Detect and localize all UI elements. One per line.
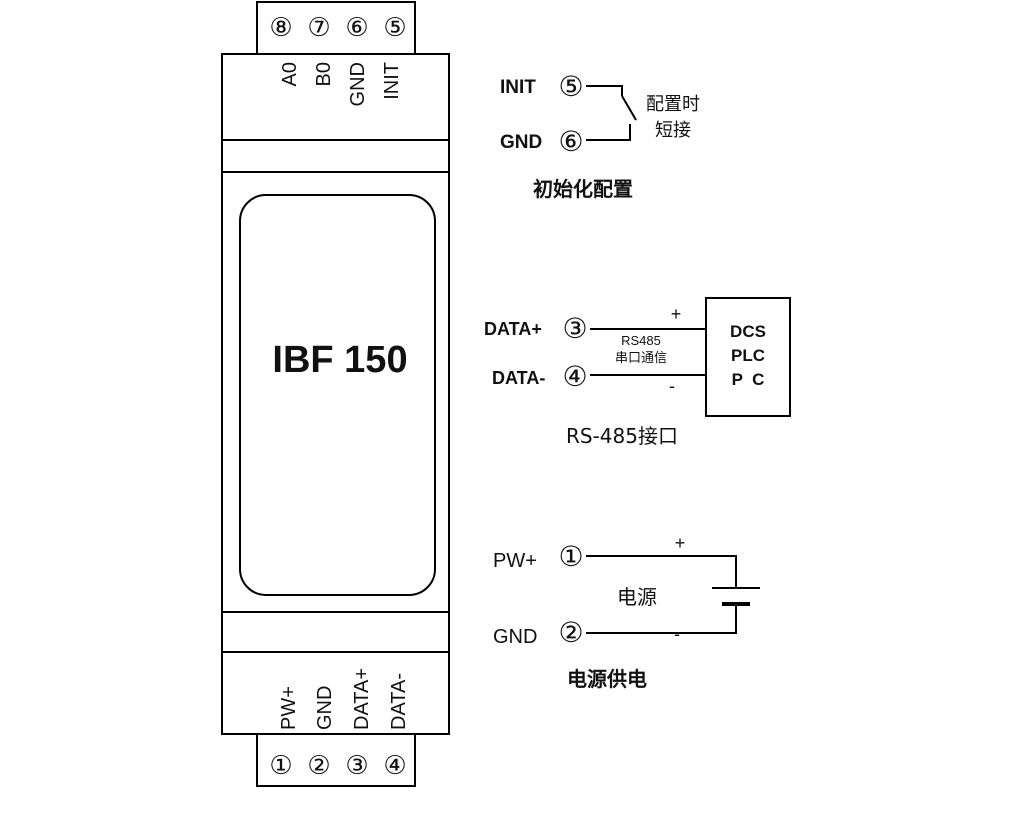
bottom-terminal-label-pw: PW+ — [278, 686, 300, 730]
power-caption: 电源供电 — [567, 667, 647, 691]
power-gnd-num: ② — [558, 616, 583, 649]
power-wire-minus — [586, 604, 737, 634]
init-switch-note-2: 短接 — [655, 120, 691, 141]
top-terminal-num-8: ⑧ — [269, 13, 292, 43]
rs485-device-dcs: DCS — [730, 322, 766, 341]
bottom-terminal-label-data-minus: DATA- — [388, 673, 410, 730]
init-pin-label: INIT — [500, 77, 536, 98]
rs485-section: DATA+ ③ DATA- ④ + - RS485 串口通信 DCS PLC P… — [484, 297, 791, 448]
init-config-section: INIT ⑤ GND ⑥ 配置时 短接 初始化配置 — [500, 70, 700, 201]
power-section: PW+ ① GND ② + - 电源 电源供电 — [493, 533, 760, 691]
power-sign-plus: + — [675, 533, 686, 553]
init-gnd-num: ⑥ — [558, 125, 583, 158]
init-wire-bottom — [586, 124, 631, 141]
init-switch-note-1: 配置时 — [646, 94, 700, 115]
rs485-sign-plus: + — [671, 304, 682, 324]
init-pin-num: ⑤ — [558, 70, 583, 103]
rs485-wire-note-2: 串口通信 — [615, 351, 667, 366]
init-config-caption: 初始化配置 — [533, 177, 633, 201]
power-sign-minus: - — [674, 624, 680, 644]
rs485-device-pc: P C — [732, 370, 765, 389]
bottom-terminal-num-2: ② — [307, 751, 330, 781]
rs485-sign-minus: - — [669, 376, 675, 396]
power-source-label: 电源 — [617, 585, 657, 609]
bottom-terminal-label-data-plus: DATA+ — [351, 668, 373, 730]
init-wire-top — [586, 85, 623, 96]
rs485-data-plus-num: ③ — [562, 312, 587, 345]
init-gnd-label: GND — [500, 132, 542, 153]
rs485-data-plus-label: DATA+ — [484, 319, 542, 339]
power-pw-num: ① — [558, 540, 583, 573]
rs485-wire-note-1: RS485 — [621, 333, 661, 348]
top-terminal-num-7: ⑦ — [307, 13, 330, 43]
bottom-terminal-label-gnd: GND — [314, 686, 336, 730]
power-wire-plus — [586, 555, 737, 588]
rs485-caption: RS-485接口 — [566, 424, 678, 448]
top-terminal-label-init: INIT — [381, 62, 403, 100]
power-pw-label: PW+ — [493, 550, 537, 572]
top-terminal-label-gnd: GND — [347, 62, 369, 106]
top-terminal-label-b0: B0 — [313, 62, 335, 86]
bottom-terminal-num-4: ④ — [383, 751, 406, 781]
bottom-terminal-num-3: ③ — [345, 751, 368, 781]
bottom-terminal-block — [256, 733, 416, 787]
init-switch-blade — [621, 95, 637, 121]
rs485-host-device-box — [705, 297, 791, 417]
module: IBF 150 ⑧ ⑦ ⑥ ⑤ A0 B0 GND INIT PW+ GND D… — [221, 1, 450, 787]
rs485-data-minus-label: DATA- — [492, 368, 545, 388]
rs485-device-plc: PLC — [731, 346, 765, 365]
bottom-terminal-num-1: ① — [269, 751, 292, 781]
top-terminal-label-a0: A0 — [279, 62, 301, 86]
power-gnd-label: GND — [493, 626, 537, 648]
rs485-data-minus-num: ④ — [562, 360, 587, 393]
top-terminal-num-6: ⑥ — [345, 13, 368, 43]
label-window — [239, 194, 436, 596]
module-housing — [221, 53, 450, 735]
top-terminal-num-5: ⑤ — [383, 13, 406, 43]
model-name: IBF 150 — [272, 339, 407, 381]
